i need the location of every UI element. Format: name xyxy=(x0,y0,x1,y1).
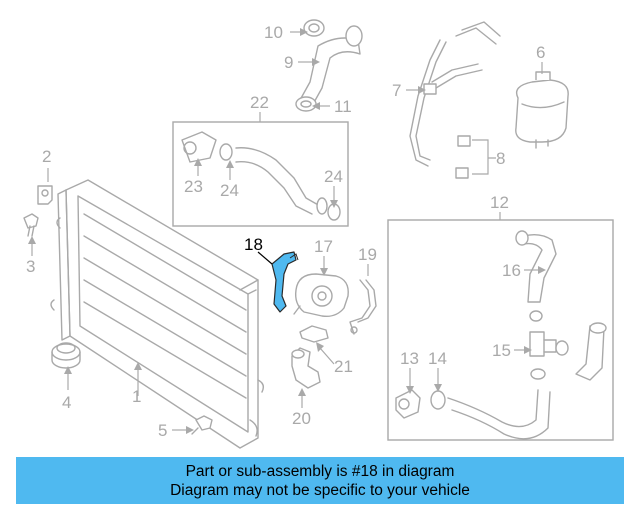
bolt-3 xyxy=(23,213,39,237)
callout-12: 12 xyxy=(490,193,509,212)
callout-4: 4 xyxy=(62,393,71,412)
highlighted-hose-18 xyxy=(271,251,299,313)
expansion-tank xyxy=(515,71,569,149)
clamp-11 xyxy=(295,96,317,112)
callout-9: 9 xyxy=(284,53,293,72)
callout-22: 22 xyxy=(250,93,269,112)
callout-17: 17 xyxy=(314,237,333,256)
radiator xyxy=(50,179,265,449)
callout-8: 8 xyxy=(496,149,505,168)
callout-10: 10 xyxy=(264,23,283,42)
clamp-14 xyxy=(430,390,446,410)
clip-8 xyxy=(455,135,471,179)
banner-line-2: Diagram may not be specific to your vehi… xyxy=(170,481,470,499)
callout-5: 5 xyxy=(158,421,167,440)
water-pump xyxy=(293,273,349,318)
callout-19: 19 xyxy=(358,245,377,264)
callout-2: 2 xyxy=(42,147,51,166)
group-box-12 xyxy=(387,219,614,441)
banner-line-1: Part or sub-assembly is #18 in diagram xyxy=(185,462,455,480)
hose-right xyxy=(575,322,607,381)
callout-3: 3 xyxy=(26,257,35,276)
rubber-mount xyxy=(51,342,81,369)
thermostat-housing xyxy=(181,131,217,163)
clamp-24a xyxy=(219,143,233,161)
callout-14: 14 xyxy=(428,349,447,368)
bracket-19 xyxy=(349,279,377,335)
hose-22 xyxy=(235,147,328,215)
callout-24a: 24 xyxy=(220,181,239,200)
callout-13: 13 xyxy=(400,349,419,368)
callout-1: 1 xyxy=(132,387,141,406)
bolt-5 xyxy=(191,415,213,435)
bracket xyxy=(37,185,53,205)
callout-18: 18 xyxy=(244,235,263,254)
connector-15 xyxy=(529,310,569,380)
callout-23: 23 xyxy=(184,177,203,196)
callout-20: 20 xyxy=(292,409,311,428)
callout-21: 21 xyxy=(334,357,353,376)
hose-7 xyxy=(409,21,501,167)
hose-lower xyxy=(447,389,551,440)
connector-13 xyxy=(395,389,421,419)
hose-9 xyxy=(299,25,363,107)
info-banner: Part or sub-assembly is #18 in diagram D… xyxy=(16,457,624,504)
hose-20 xyxy=(291,347,321,389)
clamp-10 xyxy=(303,19,325,37)
callout-15: 15 xyxy=(492,341,511,360)
callout-6: 6 xyxy=(536,43,545,62)
hose-16 xyxy=(515,230,557,303)
callout-16: 16 xyxy=(502,261,521,280)
seal-21 xyxy=(299,325,329,343)
leader-18 xyxy=(257,251,273,265)
callout-7: 7 xyxy=(392,81,401,100)
callout-11: 11 xyxy=(334,97,352,116)
callout-24b: 24 xyxy=(324,167,343,186)
